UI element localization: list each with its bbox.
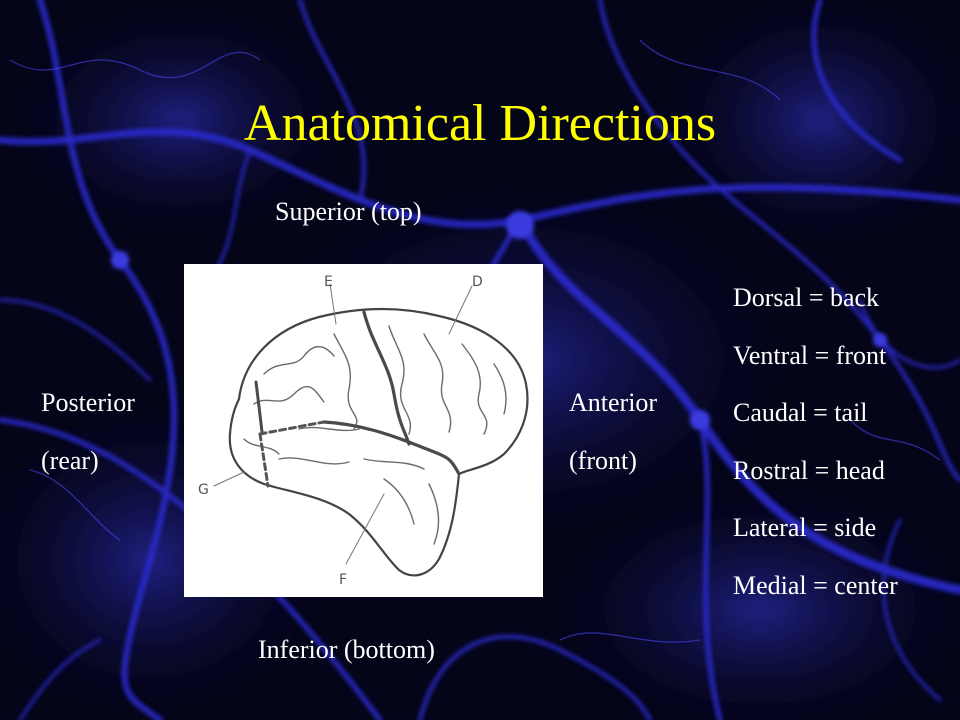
slide-title: Anatomical Directions <box>243 95 717 152</box>
brain-illustration: E D G F <box>184 264 543 597</box>
definition-dorsal: Dorsal = back <box>733 283 880 312</box>
marker-e: E <box>324 274 333 290</box>
marker-f: F <box>339 572 347 588</box>
anterior-label: Anterior <box>569 388 658 417</box>
marker-g: G <box>198 482 209 498</box>
inferior-label: Inferior (bottom) <box>258 635 435 664</box>
definition-rostral: Rostral = head <box>733 455 885 485</box>
anterior-sub-label: (front) <box>569 446 637 475</box>
definition-lateral: Lateral = side <box>733 513 877 543</box>
superior-label: Superior (top) <box>275 197 422 226</box>
posterior-sub-label: (rear) <box>41 446 99 475</box>
marker-d: D <box>472 274 483 290</box>
definition-ventral: Ventral = front <box>733 340 887 370</box>
direction-definitions: Dorsal = back Ventral = front Caudal = t… <box>733 283 898 629</box>
brain-diagram: E D G F <box>184 264 543 597</box>
posterior-label: Posterior <box>41 388 135 417</box>
definition-medial: Medial = center <box>733 570 898 600</box>
definition-caudal: Caudal = tail <box>733 398 868 428</box>
